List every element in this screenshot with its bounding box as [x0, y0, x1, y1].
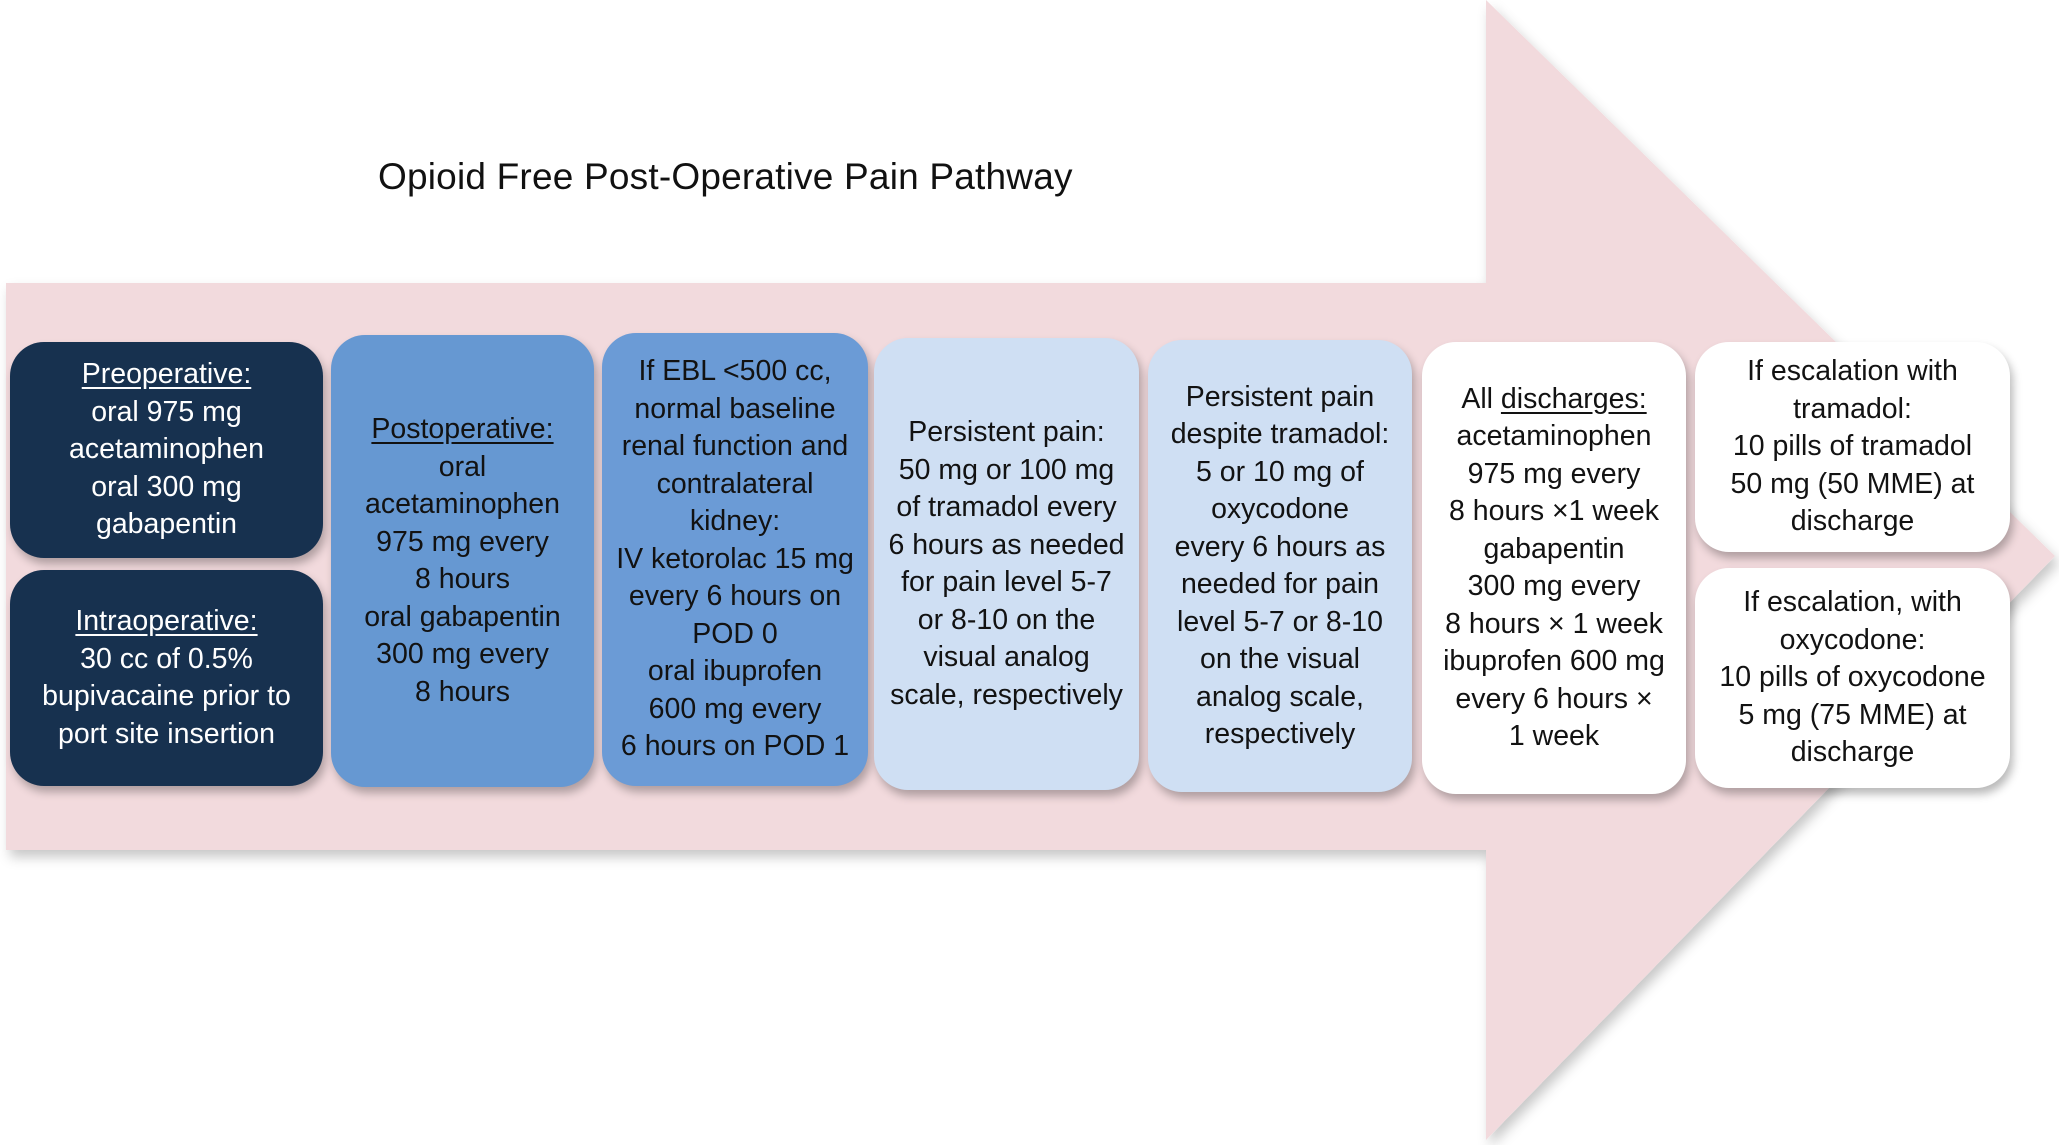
tramadol-text: Persistent pain: 50 mg or 100 mg of tram…	[884, 414, 1129, 714]
postoperative-line: oral gabapentin	[364, 600, 561, 633]
oxycodone-text: Persistent pain despite tramadol: 5 or 1…	[1158, 379, 1402, 754]
tramadol-line: visual analog	[923, 641, 1090, 673]
intraoperative-line: 30 cc of 0.5%	[80, 642, 253, 675]
preoperative-text: Preoperative: oral 975 mg acetaminophen …	[20, 356, 313, 544]
escalation-tramadol-line: discharge	[1790, 505, 1915, 538]
escalation-oxycodone-line: 5 mg (75 MME) at	[1738, 698, 1967, 731]
preoperative-line: acetaminophen	[69, 433, 264, 466]
oxycodone-line: analog scale,	[1196, 680, 1364, 713]
ketorolac-line: oral ibuprofen	[647, 655, 823, 688]
ketorolac-line: 600 mg every	[648, 692, 822, 725]
ketorolac-line: every 6 hours on	[628, 580, 842, 613]
escalation-tramadol-text: If escalation with tramadol: 10 pills of…	[1705, 353, 2000, 541]
postoperative-line: 975 mg every	[376, 525, 549, 558]
escalation-oxycodone-line: 10 pills of oxycodone	[1719, 661, 1986, 694]
oxycodone-line: respectively	[1204, 718, 1356, 750]
preoperative-line: gabapentin	[95, 508, 238, 541]
postoperative-box: Postoperative: oral acetaminophen 975 mg…	[331, 335, 594, 787]
escalation-tramadol-line: tramadol:	[1793, 392, 1912, 425]
discharges-line: 8 hours ×1 week	[1449, 495, 1659, 527]
tramadol-line: scale, respectively	[890, 678, 1123, 711]
ketorolac-line: renal function and	[621, 430, 849, 463]
preoperative-heading: Preoperative:	[81, 358, 252, 391]
discharges-line: acetaminophen	[1456, 420, 1652, 452]
discharges-line: 975 mg every	[1467, 457, 1641, 490]
postoperative-line: 8 hours	[414, 563, 511, 595]
oxycodone-line: Persistent pain	[1185, 380, 1375, 413]
postoperative-line: oral	[438, 450, 487, 483]
postoperative-heading: Postoperative:	[371, 413, 554, 445]
discharges-line: 1 week	[1508, 720, 1600, 752]
discharges-text: All discharges: acetaminophen 975 mg eve…	[1432, 381, 1676, 756]
escalation-oxycodone-line: discharge	[1790, 736, 1915, 769]
escalation-oxycodone-line: If escalation, with	[1743, 586, 1962, 619]
ketorolac-line: 6 hours on POD 1	[620, 730, 850, 763]
postoperative-text: Postoperative: oral acetaminophen 975 mg…	[341, 411, 584, 711]
preoperative-line: oral 975 mg	[91, 395, 242, 428]
oxycodone-line: level 5-7 or 8-10	[1177, 605, 1383, 638]
intraoperative-text: Intraoperative: 30 cc of 0.5% bupivacain…	[20, 603, 313, 753]
tramadol-line: 6 hours as needed	[888, 528, 1125, 561]
escalation-tramadol-line: 50 mg (50 MME) at	[1730, 467, 1975, 500]
ketorolac-line: If EBL <500 cc,	[638, 355, 832, 388]
postoperative-line: 8 hours	[414, 675, 511, 708]
oxycodone-line: 5 or 10 mg of	[1196, 455, 1364, 488]
ketorolac-line: kidney:	[689, 505, 781, 538]
oxycodone-line: on the visual	[1199, 643, 1361, 675]
tramadol-box: Persistent pain: 50 mg or 100 mg of tram…	[874, 338, 1139, 790]
ketorolac-box: If EBL <500 cc, normal baseline renal fu…	[602, 333, 868, 786]
intraoperative-line: bupivacaine prior to	[42, 680, 291, 712]
discharges-heading-row: All discharges:	[1432, 381, 1676, 419]
tramadol-line: 50 mg or 100 mg	[898, 453, 1115, 486]
postoperative-line: 300 mg every	[376, 638, 549, 670]
escalation-oxycodone-text: If escalation, with oxycodone: 10 pills …	[1705, 584, 2000, 772]
ketorolac-line: contralateral	[656, 467, 814, 500]
escalation-tramadol-line: If escalation with	[1747, 355, 1958, 388]
ketorolac-line: IV ketorolac 15 mg	[616, 542, 854, 575]
intraoperative-line: port site insertion	[57, 717, 276, 750]
escalation-oxycodone-box: If escalation, with oxycodone: 10 pills …	[1695, 568, 2010, 788]
discharges-prefix: All	[1461, 382, 1501, 415]
oxycodone-box: Persistent pain despite tramadol: 5 or 1…	[1148, 340, 1412, 792]
tramadol-line: Persistent pain:	[908, 416, 1105, 448]
escalation-oxycodone-line: oxycodone:	[1779, 623, 1926, 656]
discharges-line: 300 mg every	[1467, 570, 1641, 602]
discharges-line: 8 hours × 1 week	[1445, 607, 1663, 640]
preoperative-box: Preoperative: oral 975 mg acetaminophen …	[10, 342, 323, 558]
discharges-line: gabapentin	[1483, 532, 1625, 565]
discharges-line: every 6 hours ×	[1455, 682, 1653, 715]
intraoperative-heading: Intraoperative:	[75, 605, 258, 637]
oxycodone-line: oxycodone	[1211, 493, 1349, 525]
tramadol-line: or 8-10 on the	[917, 603, 1096, 636]
discharges-line: ibuprofen 600 mg	[1443, 645, 1665, 677]
intraoperative-box: Intraoperative: 30 cc of 0.5% bupivacain…	[10, 570, 323, 786]
oxycodone-line: every 6 hours as	[1174, 530, 1386, 563]
ketorolac-text: If EBL <500 cc, normal baseline renal fu…	[612, 353, 858, 766]
preoperative-line: oral 300 mg	[91, 470, 242, 503]
tramadol-line: of tramadol every	[896, 491, 1117, 523]
oxycodone-line: needed for pain	[1180, 568, 1380, 600]
postoperative-line: acetaminophen	[365, 488, 560, 520]
discharges-heading: discharges:	[1500, 382, 1647, 415]
escalation-tramadol-line: 10 pills of tramadol	[1732, 430, 1973, 463]
escalation-tramadol-box: If escalation with tramadol: 10 pills of…	[1695, 342, 2010, 552]
oxycodone-line: despite tramadol:	[1170, 418, 1390, 450]
discharges-box: All discharges: acetaminophen 975 mg eve…	[1422, 342, 1686, 794]
ketorolac-line: normal baseline	[634, 392, 836, 425]
diagram-title: Opioid Free Post-Operative Pain Pathway	[378, 156, 1073, 197]
tramadol-line: for pain level 5-7	[901, 566, 1112, 598]
ketorolac-line: POD 0	[692, 617, 778, 650]
